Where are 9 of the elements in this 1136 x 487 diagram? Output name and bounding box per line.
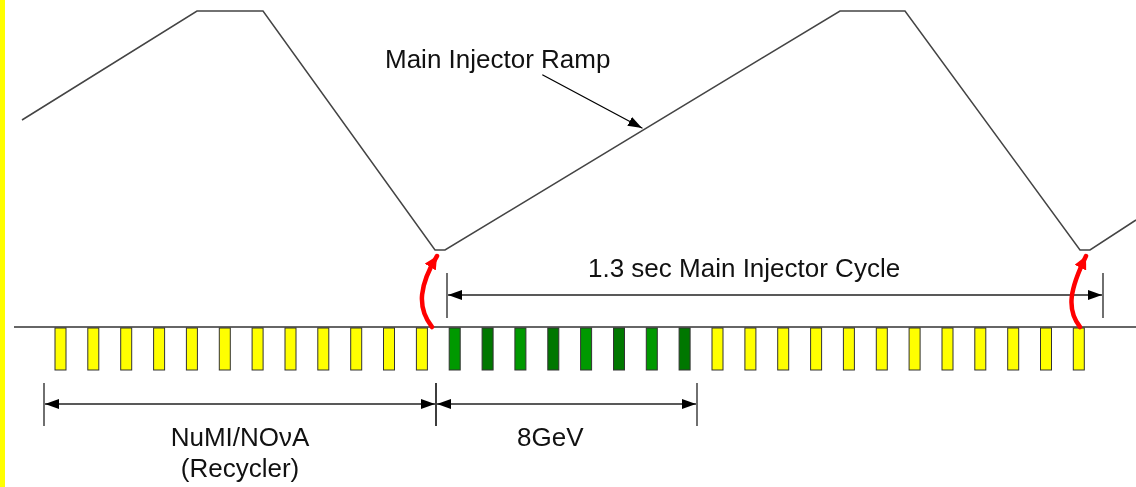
beam-pulse-train-drawing — [13, 326, 1136, 371]
dimension-label: NuMI/NOνA (Recycler) — [169, 422, 311, 484]
dimension-label: 1.3 sec Main Injector Cycle — [588, 253, 901, 284]
leader-line — [542, 74, 643, 129]
dimension-label: 8GeV — [517, 422, 584, 453]
ramp-waveform-line — [21, 10, 1136, 251]
curved-arrow — [1069, 253, 1089, 330]
ramp-label: Main Injector Ramp — [385, 44, 611, 75]
curved-arrow — [419, 253, 440, 330]
